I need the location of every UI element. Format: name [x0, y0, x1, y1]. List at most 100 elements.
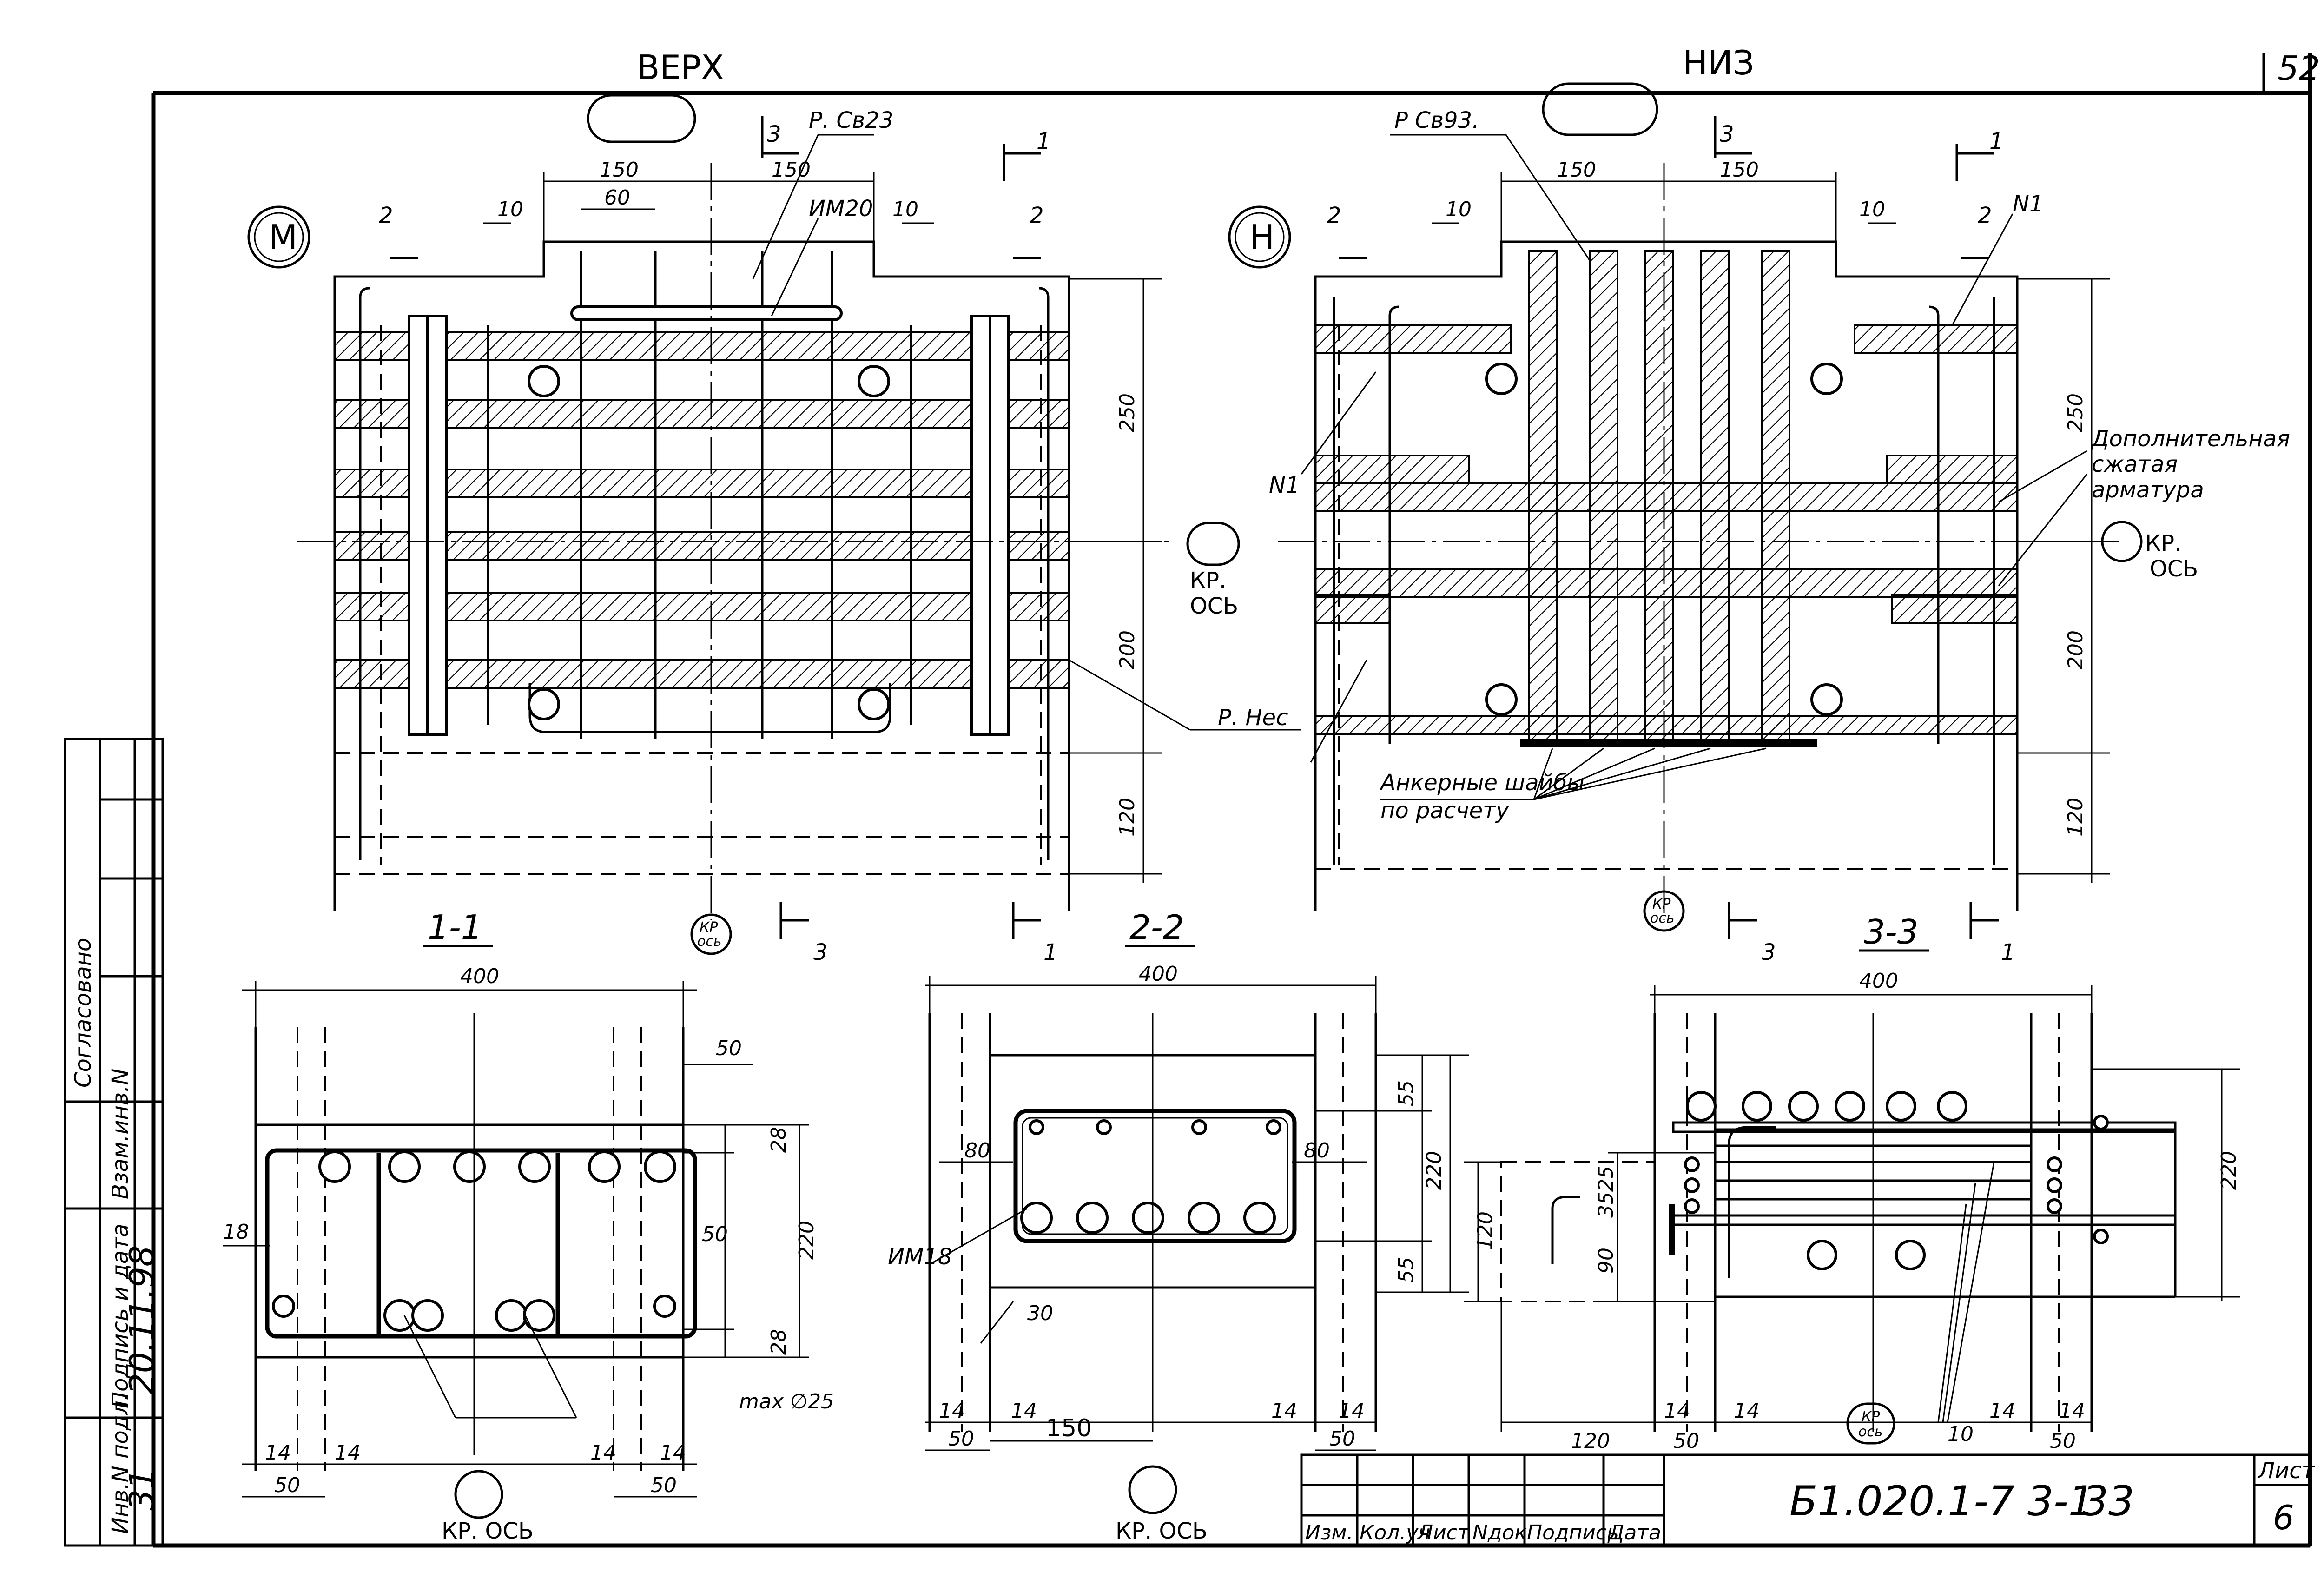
s22-dim-50-br: 50: [1329, 1427, 1355, 1451]
s22-dim-80-r: 80: [1304, 1139, 1330, 1163]
s11-dim-220: 220: [795, 1221, 819, 1260]
dim-150-top-r: 150: [772, 158, 811, 182]
os-small-top: ось: [697, 933, 722, 950]
s22-dim-55-top: 55: [1394, 1080, 1418, 1106]
page-number: 52: [2278, 49, 2320, 88]
cut-2-top-l: 2: [379, 203, 393, 229]
label-n1-left: N1: [1269, 472, 1300, 498]
s22-dim-14-a: 14: [939, 1399, 965, 1423]
s11-dim-14-c: 14: [590, 1441, 616, 1465]
s22-dim-14-b: 14: [1011, 1399, 1037, 1423]
kr-small-bot: КР: [1652, 896, 1671, 912]
s11-dim-28-top: 28: [767, 1127, 791, 1153]
section-3-3-title: 3-3: [1864, 912, 1919, 951]
s22-dim-14-d: 14: [1339, 1399, 1365, 1423]
s22-dim-30: 30: [1027, 1301, 1053, 1325]
s33-os-small: ось: [1858, 1424, 1883, 1440]
dim-200-bot: 200: [2064, 630, 2087, 669]
dim-120-bot: 120: [2064, 798, 2087, 837]
section-1-1: [223, 981, 809, 1519]
s11-label-max25: max ∅25: [739, 1390, 834, 1414]
view-bottom-plan: [1278, 116, 2119, 939]
s11-dim-50-br: 50: [651, 1473, 677, 1497]
inv-orig-label: Инв.N подл.: [107, 1394, 133, 1534]
dim-120-top: 120: [1116, 798, 1139, 837]
dim-200-top: 200: [1116, 630, 1139, 669]
cut-3-top: 3: [767, 121, 781, 147]
dim-250-top: 250: [1116, 393, 1139, 432]
label-r-nes: Р. Нес: [1218, 705, 1288, 731]
s22-dim-150: 150: [1046, 1414, 1092, 1442]
s33-dim-90: 90: [1594, 1248, 1618, 1274]
s22-dim-80-l: 80: [964, 1139, 990, 1163]
label-r-svyaz-bot: Р Св93.: [1394, 107, 1479, 133]
view-top-title: ВЕРХ: [637, 48, 724, 87]
cut-1-bot: 1: [1989, 128, 2004, 154]
dim-10-bot-r: 10: [1859, 198, 1885, 221]
os-small-bot: ось: [1650, 910, 1675, 926]
section-3-3: [1464, 985, 2240, 1456]
s22-kr-os: КР. ОСЬ: [1116, 1518, 1208, 1544]
sheet-label: Лист: [2257, 1458, 2316, 1484]
view-bottom-title: НИЗ: [1683, 43, 1754, 82]
s33-dim-10: 10: [1948, 1422, 1974, 1446]
os-label-top: ОСЬ: [1190, 593, 1238, 619]
s33-dim-14-b: 14: [1734, 1399, 1760, 1423]
s11-kr-os: КР. ОСЬ: [442, 1518, 534, 1544]
inv-value: 31: [122, 1468, 161, 1511]
s33-dim-3525: 3525: [1594, 1166, 1618, 1218]
s11-dim-14-a: 14: [265, 1441, 291, 1465]
label-additional-2: сжатая: [2092, 451, 2178, 477]
tb-col-kolich: Кол.уч: [1360, 1521, 1430, 1545]
sheet-number: 6: [2273, 1498, 2294, 1537]
s22-dim-400: 400: [1139, 962, 1178, 986]
axis-circle-bot-v: [1643, 890, 1685, 932]
s33-dim-400: 400: [1859, 969, 1898, 993]
s11-dim-28-bot: 28: [767, 1329, 791, 1355]
view-bottom-oval: [1542, 82, 1658, 136]
s22-label-im18: ИМ18: [888, 1244, 952, 1270]
label-anchor-1: Анкерные шайбы: [1379, 770, 1585, 796]
date-value: 20.11.98: [122, 1245, 161, 1394]
dim-150-bot-l: 150: [1557, 158, 1596, 182]
label-n1-right: N1: [2013, 191, 2043, 217]
tb-col-ndok: Nдок: [1472, 1521, 1527, 1545]
section-1-1-title: 1-1: [428, 908, 482, 947]
document-code-suffix: 33: [2082, 1477, 2134, 1525]
view-bottom-marker: Н: [1249, 218, 1274, 257]
s33-axis-oval: [1846, 1402, 1895, 1445]
tb-col-izm: Изм.: [1305, 1521, 1353, 1545]
view-top-marker: М: [269, 218, 297, 257]
view-top-plan: [297, 116, 1301, 939]
sign-date-label: Подпись и дата: [107, 1223, 133, 1408]
axis-circle-top: [690, 913, 732, 955]
cut-3-top-bottom: 3: [813, 939, 828, 965]
s11-dim-14-d: 14: [660, 1441, 686, 1465]
s11-dim-50-mid: 50: [702, 1222, 728, 1246]
os-label-bot: ОСЬ: [2150, 556, 2198, 582]
label-additional-3: арматура: [2092, 477, 2204, 503]
cut-1-bot-bottom: 1: [2001, 939, 2015, 965]
document-code: Б1.020.1-7 3-1: [1789, 1477, 2094, 1525]
dim-10-top-r: 10: [892, 198, 918, 221]
kr-label-top: КР.: [1190, 568, 1226, 594]
s33-dim-50-r: 50: [2050, 1429, 2076, 1453]
dim-150-bot-r: 150: [1720, 158, 1759, 182]
dim-150-top-l: 150: [600, 158, 639, 182]
s22-dim-55-bot: 55: [1394, 1257, 1418, 1283]
s22-dim-14-c: 14: [1271, 1399, 1297, 1423]
s33-dim-120-h: 120: [1571, 1429, 1610, 1453]
kr-small-top: КР: [700, 919, 718, 936]
s22-dim-50-bl: 50: [948, 1427, 974, 1451]
s33-dim-14-d: 14: [2059, 1399, 2085, 1423]
s22-dim-220: 220: [1422, 1151, 1446, 1190]
section-2-2: [925, 976, 1469, 1514]
s33-dim-50-l: 50: [1673, 1429, 1699, 1453]
tb-col-list: Лист: [1417, 1521, 1470, 1545]
view-top-marker-circle: [247, 205, 310, 269]
side-stamp: [64, 738, 164, 1547]
s33-dim-14-c: 14: [1989, 1399, 2015, 1423]
cut-3-bot: 3: [1720, 121, 1734, 147]
s11-dim-400: 400: [460, 964, 499, 988]
title-block: [1300, 1453, 2311, 1547]
